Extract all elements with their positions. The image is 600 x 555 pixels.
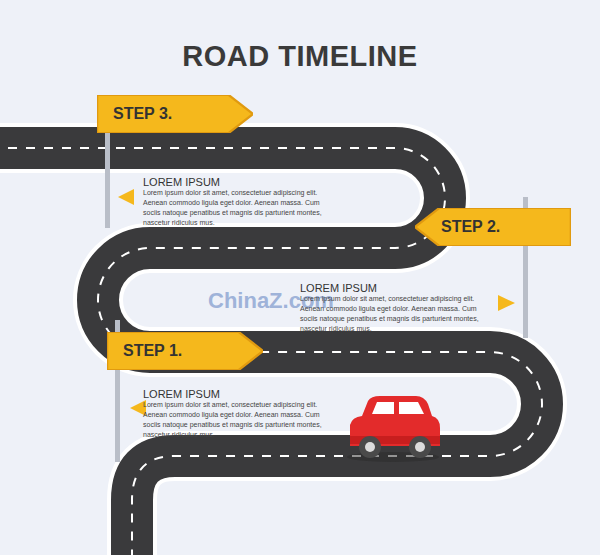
step-sign: STEP 1. [107,332,263,370]
pointer-triangle [118,189,134,205]
step-label: STEP 3. [97,95,253,133]
block-heading: LOREM IPSUM [300,282,377,294]
step-sign: STEP 2. [415,208,571,246]
block-body: Lorem ipsum dolor sit amet, consectetuer… [143,400,339,440]
block-body: Lorem ipsum dolor sit amet, consectetuer… [143,188,339,228]
step-label: STEP 1. [107,332,263,370]
block-body: Lorem ipsum dolor sit amet, consectetuer… [300,294,496,334]
title: ROAD TIMELINE [0,40,600,73]
car [347,396,440,462]
block-heading: LOREM IPSUM [143,388,220,400]
step-label: STEP 2. [415,208,571,246]
block-heading: LOREM IPSUM [143,176,220,188]
pointer-triangle [498,295,515,311]
step-sign: STEP 3. [97,95,253,133]
